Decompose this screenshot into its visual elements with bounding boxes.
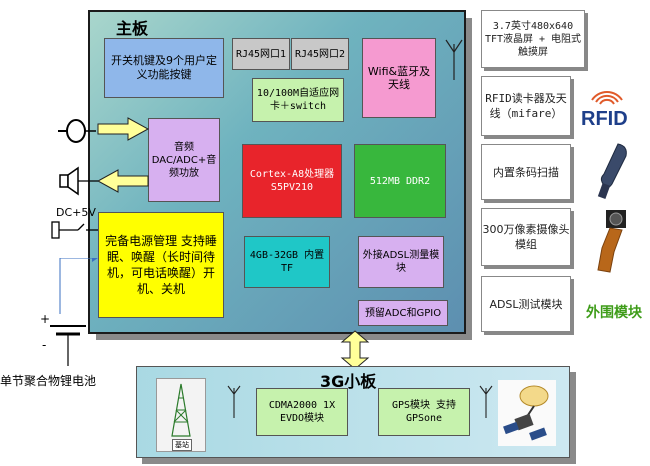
camera-module-icon [597,210,626,273]
dc-power-label: DC+5V [56,206,96,219]
battery-label: 单节聚合物锂电池 [0,374,97,388]
audio-out-arrow [96,169,149,193]
battery-minus-sign: - [42,338,47,352]
peripheral-adsl: ADSL测试模块 [481,276,571,332]
gps-module-box: GPS模块 支持GPSone [378,388,470,436]
peripheral-lcd: 3.7英寸480x640 TFT液晶屏 + 电阻式触摸屏 [481,10,585,68]
peripheral-barcode: 内置条码扫描 [481,144,571,200]
audio-box: 音频DAC/ADC+音频功放 [148,118,220,202]
gps-antenna-icon [479,385,493,418]
cdma-antenna-icon [227,385,241,418]
base-station-caption: 基站 [172,439,192,451]
network-card-box: 10/100M自适应网卡＋switch [252,78,344,122]
rfid-logo-text: RFID [581,108,628,130]
rj45-port-1: RJ45网口1 [232,38,290,70]
main-board-title: 主板 [116,19,149,38]
storage-box: 4GB-32GB 内置TF [244,236,330,288]
cpu-box: Cortex-A8处理器 S5PV210 [242,144,342,218]
speaker-icon [59,166,98,196]
reserved-adc-gpio-box: 预留ADC和GPIO [358,300,448,326]
wifi-bluetooth-box: Wifi&蓝牙及天线 [362,38,436,118]
antenna-icon [445,39,463,80]
base-station-tower-icon [171,383,191,437]
battery-icon [50,325,86,366]
cdma-module-box: CDMA2000 1X EVDO模块 [256,388,348,436]
power-keys-box: 开关机键及9个用户定义功能按键 [104,38,224,98]
peripheral-rfid: RFID读卡器及天线（mifare） [481,76,571,136]
dc-plug-icon [51,221,98,239]
adsl-external-box: 外接ADSL测量模块 [358,236,444,288]
battery-connection-line [59,258,98,314]
3g-board [136,366,570,458]
peripheral-camera: 300万像素摄像头模组 [481,208,571,266]
microphone-icon [58,119,96,143]
barcode-scanner-icon [597,143,627,199]
rj45-port-2: RJ45网口2 [291,38,349,70]
peripherals-title: 外围模块 [586,305,642,321]
rfid-logo-icon: RFID [580,78,634,134]
power-management-box: 完备电源管理 支持睡眠、唤醒（长时间待机，可电话唤醒）开机、关机 [98,212,224,318]
satellite-icon [503,385,549,441]
battery-plus-sign: + [40,312,51,326]
board-connector-arrow [340,330,370,370]
3g-board-title: 3G小板 [320,372,377,391]
ram-box: 512MB DDR2 [354,144,446,218]
audio-in-arrow [97,117,150,141]
